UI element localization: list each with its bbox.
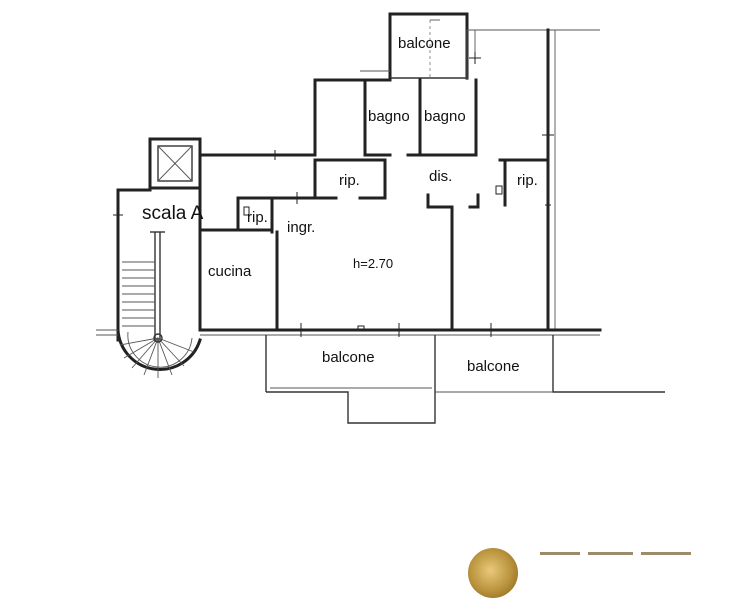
label-balcone-bottom-2: balcone xyxy=(467,358,520,375)
logo-text-strip xyxy=(641,552,691,555)
label-ingr: ingr. xyxy=(287,219,315,236)
logo-text-strip xyxy=(588,552,633,555)
room-labels: balcone bagno bagno rip. dis. rip. scala… xyxy=(142,35,538,375)
bottom-balconies xyxy=(265,335,665,424)
label-dis: dis. xyxy=(429,168,452,185)
label-bagno-2: bagno xyxy=(424,108,466,125)
label-rip-3: rip. xyxy=(247,209,268,226)
label-bagno-1: bagno xyxy=(368,108,410,125)
interior-walls xyxy=(198,78,550,332)
elevator-shaft xyxy=(148,137,202,190)
agency-logo xyxy=(468,548,518,598)
wall-marks xyxy=(113,52,554,337)
logo-text-strip xyxy=(540,552,580,555)
label-balcone-bottom-1: balcone xyxy=(322,349,375,366)
label-height: h=2.70 xyxy=(353,256,393,271)
label-rip-1: rip. xyxy=(339,172,360,189)
label-scala: scala A xyxy=(142,203,204,224)
floor-plan: balcone bagno bagno rip. dis. rip. scala… xyxy=(96,12,665,424)
label-cucina: cucina xyxy=(208,263,252,280)
staircase xyxy=(96,153,317,378)
label-balcone-top: balcone xyxy=(398,35,451,52)
label-rip-2: rip. xyxy=(517,172,538,189)
